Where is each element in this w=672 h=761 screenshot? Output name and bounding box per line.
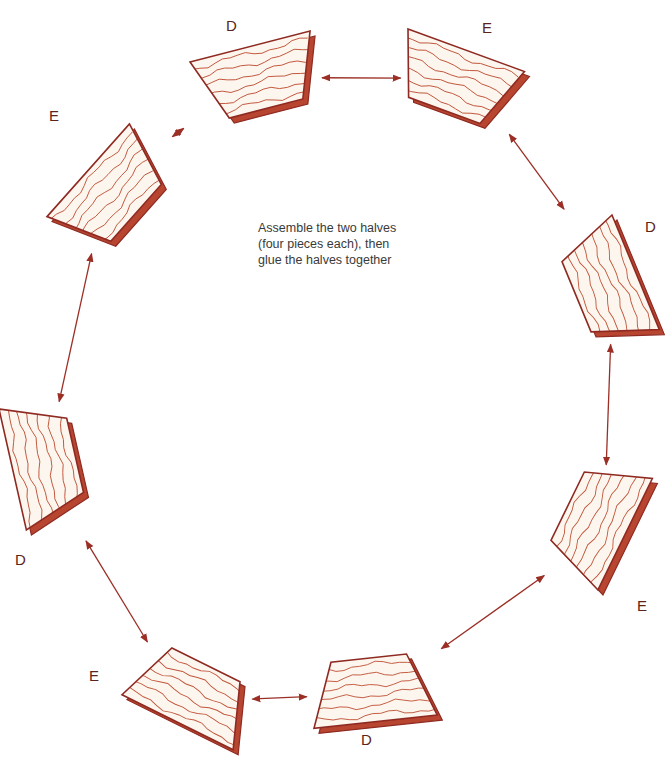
joint-arrow — [322, 77, 401, 79]
board-drawing — [187, 28, 318, 126]
joint-arrow — [172, 128, 183, 136]
wood-piece: D — [559, 212, 667, 340]
wood-piece: E — [405, 26, 532, 131]
wood-piece: E — [548, 469, 660, 598]
wood-piece: E — [44, 121, 169, 249]
part-letter: D — [226, 18, 237, 34]
part-letter: E — [637, 598, 647, 614]
part-letter: E — [49, 108, 59, 124]
board-drawing — [119, 645, 248, 758]
part-letter: E — [482, 20, 492, 36]
wood-piece: D — [0, 406, 92, 538]
part-letter: D — [645, 219, 656, 235]
part-letter: E — [89, 668, 99, 684]
board-drawing — [44, 121, 169, 249]
part-letter: D — [361, 732, 372, 748]
joint-arrow — [441, 576, 544, 649]
part-letter: D — [15, 552, 26, 568]
wood-piece: D — [311, 651, 445, 736]
assembly-note: Assemble the two halves (four pieces eac… — [258, 220, 408, 268]
joint-arrow — [509, 134, 564, 209]
joint-arrow — [606, 344, 610, 464]
wood-piece: D — [187, 28, 318, 126]
board-drawing — [0, 406, 92, 538]
joint-arrow — [59, 254, 91, 402]
joint-arrow — [252, 697, 307, 699]
board-drawing — [548, 469, 660, 598]
wood-piece: E — [119, 645, 248, 758]
board-drawing — [405, 26, 532, 131]
joint-arrow — [86, 541, 147, 642]
board-drawing — [311, 651, 445, 736]
